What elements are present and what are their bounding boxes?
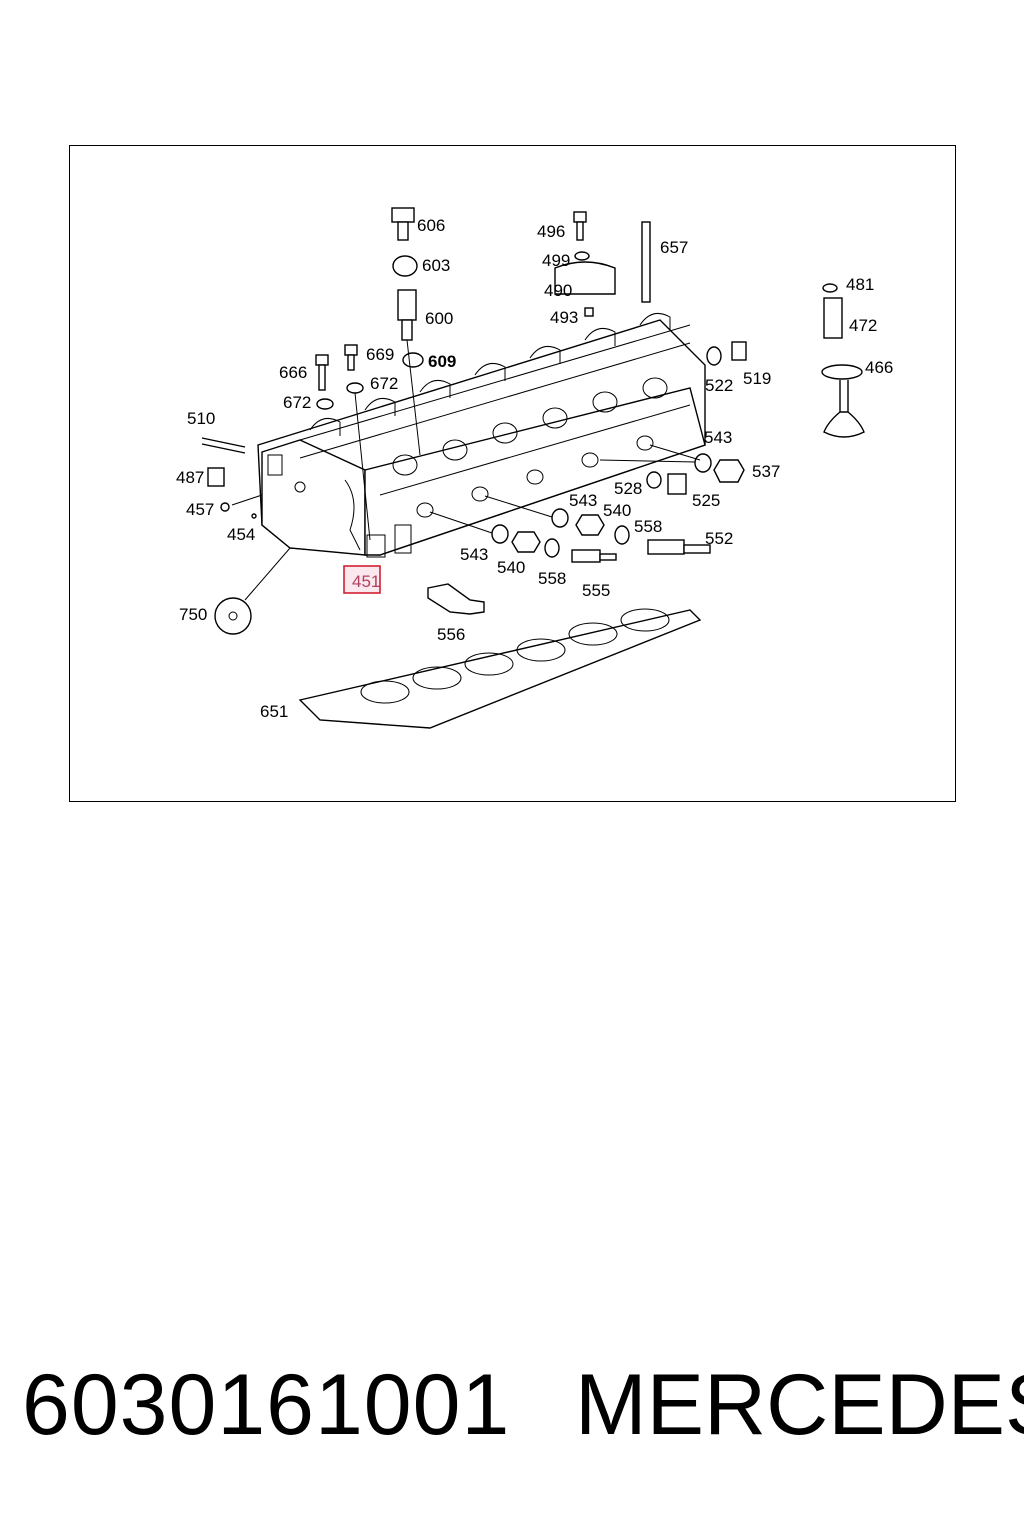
callout-672-left: 672 xyxy=(283,393,311,412)
cylinder-head xyxy=(257,312,706,558)
brand-name: MERCEDES xyxy=(575,1357,1024,1453)
callout-609: 609 xyxy=(428,352,456,371)
callout-556: 556 xyxy=(437,625,465,644)
side-fittings xyxy=(427,341,747,615)
callout-499: 499 xyxy=(542,251,570,270)
injector-parts xyxy=(391,207,424,456)
part-number: 6030161001 xyxy=(22,1357,511,1453)
callout-519: 519 xyxy=(743,369,771,388)
callout-454: 454 xyxy=(227,525,255,544)
callout-496: 496 xyxy=(537,222,565,241)
stud-510 xyxy=(201,437,263,519)
head-gasket xyxy=(298,608,702,729)
bolt-666-669 xyxy=(315,344,371,541)
callout-666: 666 xyxy=(279,363,307,382)
callout-672-right: 672 xyxy=(370,374,398,393)
callout-543-mid: 543 xyxy=(569,491,597,510)
callout-labels: 606 603 600 609 669 666 672 672 510 487 … xyxy=(176,216,893,721)
callout-528: 528 xyxy=(614,479,642,498)
callout-537: 537 xyxy=(752,462,780,481)
callout-669: 669 xyxy=(366,345,394,364)
callout-490: 490 xyxy=(544,281,572,300)
callout-472: 472 xyxy=(849,316,877,335)
callout-600: 600 xyxy=(425,309,453,328)
callout-540-mid: 540 xyxy=(603,501,631,520)
bearing-cap-parts xyxy=(554,211,651,317)
callout-522: 522 xyxy=(705,376,733,395)
callout-543-low: 543 xyxy=(460,545,488,564)
valve-parts xyxy=(821,283,865,438)
callout-481: 481 xyxy=(846,275,874,294)
callout-457: 457 xyxy=(186,500,214,519)
callout-543-top: 543 xyxy=(704,428,732,447)
callout-606: 606 xyxy=(417,216,445,235)
callout-525: 525 xyxy=(692,491,720,510)
highlight-box-451 xyxy=(343,565,381,594)
callout-552: 552 xyxy=(705,529,733,548)
callout-651: 651 xyxy=(260,702,288,721)
plug-750 xyxy=(214,547,291,635)
callout-555: 555 xyxy=(582,581,610,600)
callout-558-low: 558 xyxy=(538,569,566,588)
callout-451: 451 xyxy=(352,572,380,591)
callout-487: 487 xyxy=(176,468,204,487)
callout-540-low: 540 xyxy=(497,558,525,577)
callout-603: 603 xyxy=(422,256,450,275)
callout-510: 510 xyxy=(187,409,215,428)
callout-493: 493 xyxy=(550,308,578,327)
callout-558-mid: 558 xyxy=(634,517,662,536)
callout-466: 466 xyxy=(865,358,893,377)
callout-750: 750 xyxy=(179,605,207,624)
exploded-parts-diagram: 606 603 600 609 669 666 672 672 510 487 … xyxy=(176,207,893,729)
callout-657: 657 xyxy=(660,238,688,257)
